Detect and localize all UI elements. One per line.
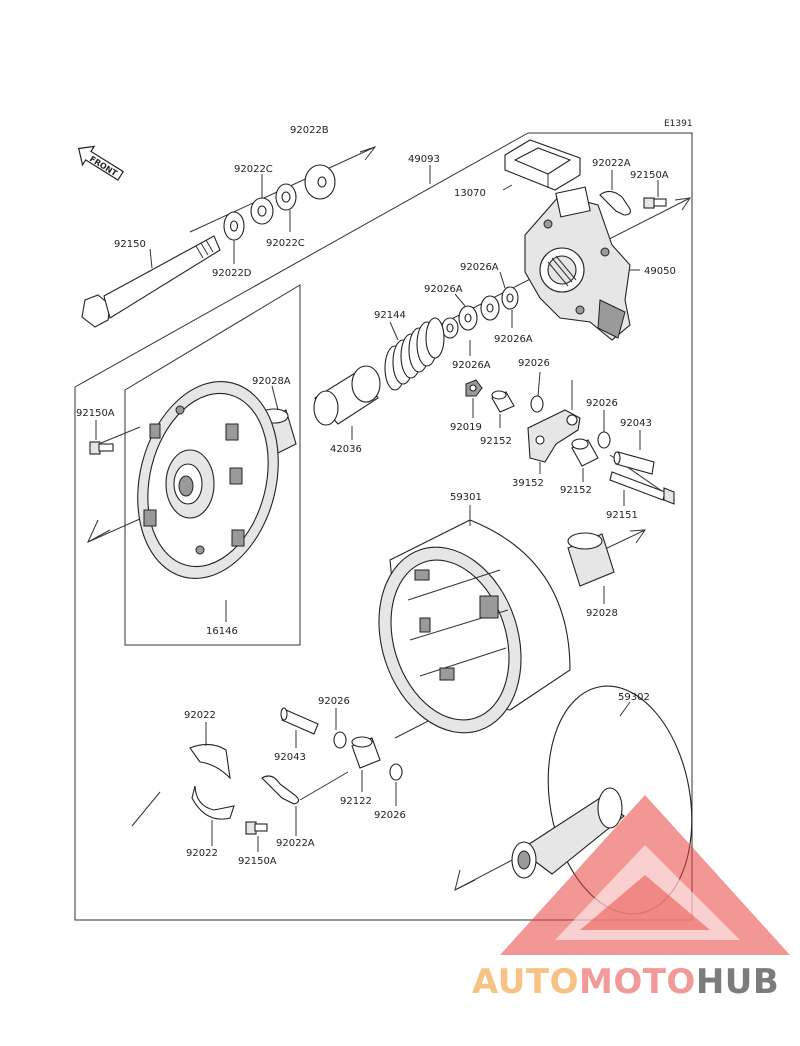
- nut-92019: [465, 379, 483, 397]
- label-92026A-4: 92026A: [452, 360, 491, 371]
- label-92150A-top: 92150A: [630, 170, 669, 181]
- washer-92022B: [304, 164, 336, 200]
- spring-92144: [384, 317, 445, 391]
- washer-92026-a: [530, 395, 544, 413]
- label-92026-a: 92026: [518, 358, 550, 369]
- leader-lines: [95, 165, 659, 852]
- label-59302: 59302: [618, 692, 650, 703]
- label-49093: 49093: [408, 154, 440, 165]
- label-92026-c: 92026: [318, 696, 350, 707]
- bolt-92151: [609, 471, 675, 505]
- sleeve-42036: [313, 365, 381, 426]
- watermark-triangle-logo: [500, 795, 790, 955]
- watermark-part-auto: AUTO: [472, 962, 579, 1002]
- collar-92122: [351, 736, 381, 769]
- label-92028A: 92028A: [252, 376, 291, 387]
- label-92022-top: 92022: [184, 710, 216, 721]
- washer-92022C-b: [275, 183, 297, 211]
- label-92022C-bottom: 92022C: [266, 238, 305, 249]
- label-49050: 49050: [644, 266, 676, 277]
- washer-92026A-1: [501, 286, 519, 310]
- label-92028: 92028: [586, 608, 618, 619]
- label-59301: 59301: [450, 492, 482, 503]
- label-92026-d: 92026: [374, 810, 406, 821]
- part-labels: 92022B 49093 92022C 92022A 92150A 13070 …: [76, 125, 676, 867]
- collar-92152-b: [571, 438, 599, 467]
- label-92122: 92122: [340, 796, 372, 807]
- label-92144: 92144: [374, 310, 406, 321]
- label-92151: 92151: [606, 510, 638, 521]
- label-92150A-left: 92150A: [76, 408, 115, 419]
- label-92022D: 92022D: [212, 268, 252, 279]
- label-92022B: 92022B: [290, 125, 329, 136]
- spider-49050: [524, 186, 631, 341]
- label-92152-b: 92152: [560, 485, 592, 496]
- sheave-16146: [137, 381, 279, 579]
- washer-92026A-2: [480, 295, 500, 321]
- clip-92022A-top: [599, 190, 631, 216]
- clip-92022A-bottom: [261, 775, 300, 805]
- washer-92022D: [223, 211, 245, 241]
- label-92026A-3: 92026A: [494, 334, 533, 345]
- screw-92150A-left: [89, 441, 114, 455]
- bushing-92028: [567, 532, 615, 587]
- washer-92026-b: [597, 431, 611, 449]
- screw-92150A-bottom: [245, 821, 268, 835]
- pin-92043-right: [613, 451, 655, 475]
- label-92152-a: 92152: [480, 436, 512, 447]
- movable-sheave-59301: [378, 519, 571, 734]
- label-92022C-top: 92022C: [234, 164, 273, 175]
- label-92026-b: 92026: [586, 398, 618, 409]
- collar-92152-a: [491, 390, 515, 413]
- shoe-92022-bottom: [191, 785, 235, 820]
- label-39152: 39152: [512, 478, 544, 489]
- label-92022A-top: 92022A: [592, 158, 631, 169]
- shoe-13070: [504, 139, 581, 191]
- shoe-92022-top: [189, 743, 231, 780]
- inner-boundary: [124, 284, 301, 646]
- label-92026A-1: 92026A: [460, 262, 499, 273]
- pin-92043-left: [280, 707, 319, 735]
- label-92022-bottom: 92022: [186, 848, 218, 859]
- washer-92022C-a: [250, 197, 274, 225]
- screw-92150A-top: [643, 197, 667, 209]
- label-92150A-bottom: 92150A: [238, 856, 277, 867]
- label-92019: 92019: [450, 422, 482, 433]
- label-92043-left: 92043: [274, 752, 306, 763]
- washer-92026-d: [389, 763, 403, 781]
- label-92150: 92150: [114, 239, 146, 250]
- bolt-92150: [81, 235, 221, 328]
- watermark-text: AUTOMOTOHUB: [472, 962, 779, 1002]
- watermark-part-moto: MOTO: [578, 962, 696, 1002]
- label-92022A-bottom: 92022A: [276, 838, 315, 849]
- label-13070: 13070: [454, 188, 486, 199]
- watermark-part-hub: HUB: [695, 962, 780, 1002]
- label-42036: 42036: [330, 444, 362, 455]
- front-arrow-icon: FRONT: [77, 145, 125, 181]
- label-92043-right: 92043: [620, 418, 652, 429]
- label-92026A-2: 92026A: [424, 284, 463, 295]
- washer-92026A-3: [458, 305, 478, 331]
- washer-92026-c: [333, 731, 347, 749]
- label-16146: 16146: [206, 626, 238, 637]
- roller-arm-39152: [527, 409, 581, 463]
- diagram-code: E1391: [664, 119, 693, 129]
